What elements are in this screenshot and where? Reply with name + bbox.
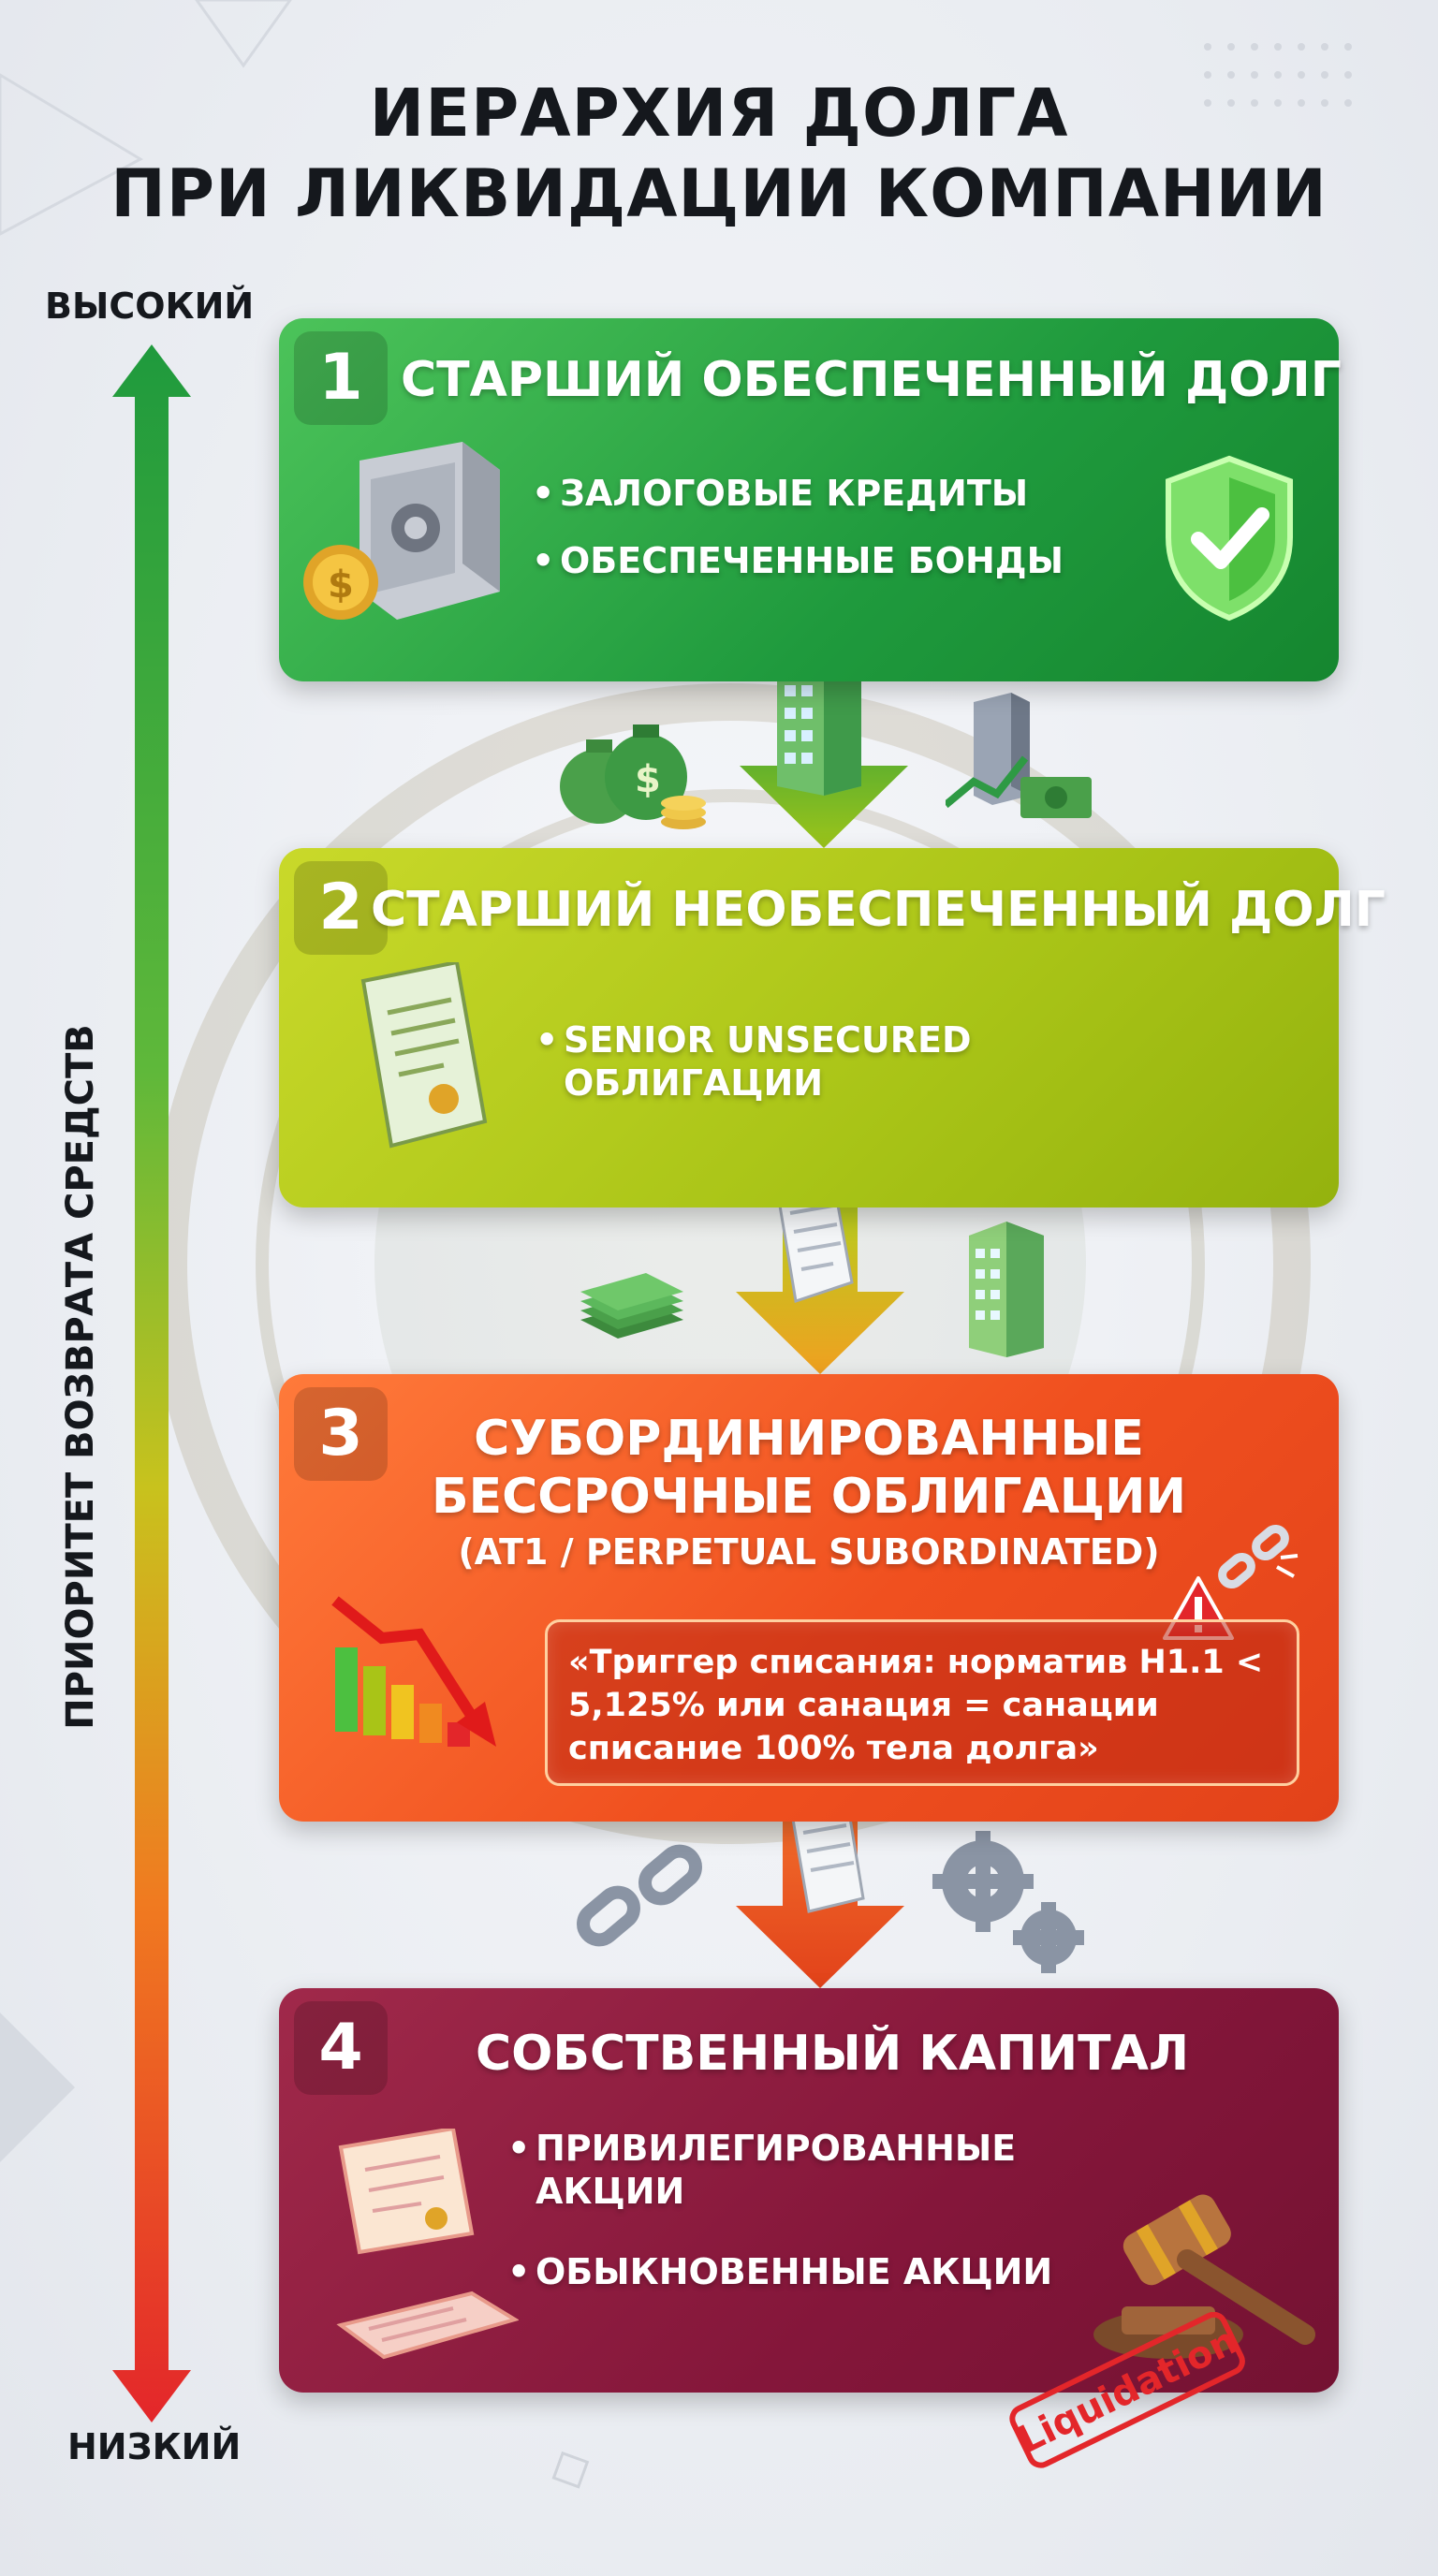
decor-triangle-icon [195, 0, 292, 68]
bullet-item: ПРИВИЛЕГИРОВАННЫЕ АКЦИИ [507, 2127, 1088, 2213]
tier-number: 3 [294, 1387, 388, 1481]
tier-title-line1: СУБОРДИНИРОВАННЫЕ [474, 1411, 1144, 1467]
liquidation-stamp-text: Liquidation [1011, 2320, 1244, 2463]
write-off-trigger-box: «Триггер списания: норматив Н1.1 < 5,125… [545, 1619, 1299, 1786]
shield-check-icon [1166, 455, 1293, 622]
page-title: ИЕРАРХИЯ ДОЛГА ПРИ ЛИКВИДАЦИИ КОМПАНИИ [0, 73, 1438, 234]
decor-triangle-icon [0, 73, 144, 236]
liquidation-stamp: Liquidation [1009, 2312, 1245, 2468]
axis-high-label: ВЫСОКИЙ [45, 285, 255, 327]
cash-stack-icon [580, 1273, 683, 1339]
bullet-item: ЗАЛОГОВЫЕ КРЕДИТЫ [532, 472, 1131, 515]
money-bags-icon: $ [560, 724, 706, 829]
axis-low-label: НИЗКИЙ [67, 2426, 242, 2467]
tier-bullets: ПРИВИЛЕГИРОВАННЫЕ АКЦИИ ОБЫКНОВЕННЫЕ АКЦ… [507, 2127, 1088, 2331]
falling-bar-chart-icon [331, 1596, 496, 1747]
tier-1-senior-secured: 1 СТАРШИЙ ОБЕСПЕЧЕННЫЙ ДОЛГ $ ЗАЛОГОВЫЕ … [279, 318, 1342, 681]
tier-title: СТАРШИЙ НЕОБЕСПЕЧЕННЫЙ ДОЛГ [371, 882, 1386, 938]
page-title-line2: ПРИ ЛИКВИДАЦИИ КОМПАНИИ [110, 155, 1328, 232]
tier-bullets: ЗАЛОГОВЫЕ КРЕДИТЫ ОБЕСПЕЧЕННЫЕ БОНДЫ [532, 472, 1131, 607]
tier-number: 4 [294, 2001, 388, 2095]
tier-2-senior-unsecured: 2 СТАРШИЙ НЕОБЕСПЕЧЕННЫЙ ДОЛГ SENIOR UNS… [279, 848, 1386, 1208]
server-chart-icon [946, 693, 1092, 818]
tier-title: СТАРШИЙ ОБЕСПЕЧЕННЫЙ ДОЛГ [401, 352, 1342, 408]
tier-3-subordinated-perpetual: 3 СУБОРДИНИРОВАННЫЕ БЕССРОЧНЫЕ ОБЛИГАЦИИ… [279, 1374, 1339, 1822]
stock-certificate-icon [336, 2129, 519, 2360]
tier-bullets: SENIOR UNSECURED ОБЛИГАЦИИ [536, 1018, 1060, 1127]
decor-diamond-icon [551, 2451, 590, 2489]
svg-text:$: $ [635, 758, 661, 801]
bullet-item: SENIOR UNSECURED ОБЛИГАЦИИ [536, 1018, 1060, 1105]
write-off-trigger-text: «Триггер списания: норматив Н1.1 < 5,125… [568, 1644, 1264, 1767]
broken-chain-icon [1218, 1525, 1299, 1588]
page-title-line1: ИЕРАРХИЯ ДОЛГА [369, 75, 1069, 152]
tier-subtitle: (AT1 / PERPETUAL SUBORDINATED) [458, 1531, 1160, 1573]
tier-title: СУБОРДИНИРОВАННЫЕ БЕССРОЧНЫЕ ОБЛИГАЦИИ [279, 1410, 1339, 1526]
tier-number: 1 [294, 331, 388, 425]
axis-vertical-label-text: ПРИОРИТЕТ ВОЗВРАТА СРЕДСТВ [59, 1024, 102, 1730]
broken-chain-icon [577, 1844, 702, 1947]
office-building-icon [969, 1222, 1044, 1357]
decor-triangle-icon [0, 2012, 75, 2162]
bullet-item: ОБЫКНОВЕННЫЕ АКЦИИ [507, 2250, 1088, 2293]
bullet-item: ОБЕСПЕЧЕННЫЕ БОНДЫ [532, 539, 1131, 582]
tier-4-equity: 4 СОБСТВЕННЫЙ КАПИТАЛ ПРИВИЛЕГИРОВАННЫЕ … [279, 1988, 1339, 2393]
tier-title: СОБСТВЕННЫЙ КАПИТАЛ [476, 2026, 1190, 2082]
office-building-icon [777, 655, 861, 796]
tier-number: 2 [294, 861, 388, 955]
decor-dots-icon [1204, 43, 1352, 107]
tier-title-line2: БЕССРОЧНЫЕ ОБЛИГАЦИИ [431, 1469, 1187, 1525]
svg-text:$: $ [328, 564, 354, 607]
safe-with-coin-icon: $ [303, 442, 500, 620]
certificate-icon [360, 962, 488, 1149]
priority-axis-arrow [112, 344, 191, 2422]
gears-icon [932, 1831, 1084, 1973]
document-icon [789, 1801, 865, 1913]
